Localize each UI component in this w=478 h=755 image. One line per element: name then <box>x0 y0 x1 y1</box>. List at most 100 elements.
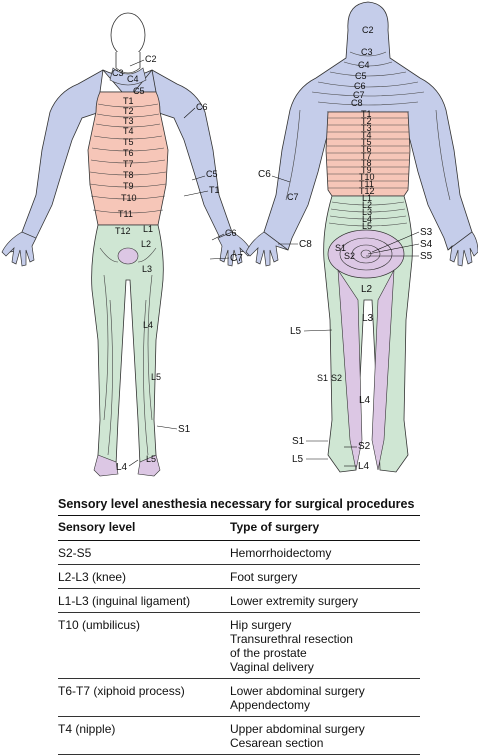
front-label-t5: T5 <box>123 137 134 147</box>
surgery-line: Hip surgery <box>230 618 292 632</box>
back-label-s2-sacral: S2 <box>344 251 355 261</box>
table-row: T4 (nipple) Upper abdominal surgery Cesa… <box>58 716 420 755</box>
back-label-c8-side: C8 <box>299 239 312 250</box>
front-label-c5: C5 <box>133 86 145 96</box>
cell-surgery: Lower abdominal surgery Appendectomy <box>230 678 420 717</box>
front-label-c6: C6 <box>196 102 208 112</box>
surgery-line: Lower extremity surgery <box>230 594 359 608</box>
back-label-c7: C7 <box>353 90 365 100</box>
cell-surgery: Hemorrhoidectomy <box>230 540 420 565</box>
anesthesia-table-section: Sensory level anesthesia necessary for s… <box>58 497 420 755</box>
back-label-s2-foot: S2 <box>358 441 371 452</box>
cell-level: T10 (umbilicus) <box>58 612 230 679</box>
back-label-l3-thigh: L3 <box>362 313 374 324</box>
front-label-c6-hand: C6 <box>225 228 237 238</box>
back-label-s3: S3 <box>420 227 433 238</box>
front-label-t7: T7 <box>123 159 134 169</box>
surgery-line: Transurethral resection <box>230 632 353 646</box>
surgery-line: Vaginal delivery <box>230 660 314 674</box>
front-label-t4: T4 <box>123 126 134 136</box>
front-label-l4-foot: L4 <box>116 462 128 473</box>
back-label-c7-side: C7 <box>287 192 299 202</box>
back-label-s2-leg: S2 <box>331 373 342 383</box>
front-body-view: C2 C3 C4 C5 C6 T1 T2 T3 T4 T5 T6 T7 T8 T… <box>1 12 253 477</box>
back-label-t11: T11 <box>359 179 374 189</box>
back-left-hand <box>245 231 289 267</box>
table-row: L2-L3 (knee) Foot surgery <box>58 564 420 589</box>
front-label-c7: C7 <box>230 253 243 264</box>
table-row: T10 (umbilicus) Hip surgery Transurethra… <box>58 612 420 679</box>
front-label-t11: T11 <box>118 209 133 219</box>
surgery-line: Upper abdominal surgery <box>230 722 365 736</box>
back-right-hand <box>447 231 478 267</box>
cell-level: L2-L3 (knee) <box>58 564 230 589</box>
cell-surgery: Hip surgery Transurethral resection of t… <box>230 612 420 679</box>
front-thoracic-bands <box>89 103 167 214</box>
front-label-c3: C3 <box>112 68 124 78</box>
front-label-t1: T1 <box>123 96 134 106</box>
table-row: T6-T7 (xiphoid process) Lower abdominal … <box>58 678 420 717</box>
back-label-t4: T4 <box>361 130 372 140</box>
surgery-line: Foot surgery <box>230 570 298 584</box>
table-row: S2-S5 Hemorrhoidectomy <box>58 540 420 565</box>
back-label-t1: T1 <box>361 109 372 119</box>
front-right-foot <box>137 454 161 477</box>
table-row: L1-L3 (inguinal ligament) Lower extremit… <box>58 588 420 613</box>
back-label-l4-leg: L4 <box>359 395 371 406</box>
back-label-t3: T3 <box>361 123 372 133</box>
front-left-foot <box>93 454 119 477</box>
back-label-t2: T2 <box>361 116 372 126</box>
front-lumbar-region <box>91 224 164 471</box>
back-label-c5: C5 <box>355 71 367 81</box>
front-label-t12: T12 <box>115 226 131 236</box>
back-label-s1-leg: S1 <box>317 373 328 383</box>
front-label-l3: L3 <box>142 264 152 274</box>
back-body-view: C2 C3 C4 C5 C6 C7 C8 T1 T2 T3 T4 T5 T6 T… <box>245 1 478 473</box>
cell-surgery: Lower extremity surgery <box>230 588 420 613</box>
front-label-l4: L4 <box>143 320 153 330</box>
front-label-t3: T3 <box>123 116 134 126</box>
front-label-l5-foot: L5 <box>146 454 156 464</box>
back-label-l4-foot: L4 <box>358 461 370 472</box>
surgery-line: Appendectomy <box>230 698 311 712</box>
surgery-line: Cesarean section <box>230 736 324 750</box>
back-label-c4: C4 <box>358 60 370 70</box>
front-label-t10: T10 <box>121 193 137 203</box>
cell-surgery: Foot surgery <box>230 564 420 589</box>
back-label-c6-side: C6 <box>258 169 271 180</box>
front-label-l5: L5 <box>151 372 161 382</box>
back-sacral-region <box>327 229 405 471</box>
surgery-line: Lower abdominal surgery <box>230 684 365 698</box>
back-lumbar-bands <box>328 201 408 227</box>
front-head <box>109 12 147 86</box>
anesthesia-table: Sensory level Type of surgery S2-S5 Hemo… <box>58 516 420 755</box>
back-label-l5: L5 <box>362 221 372 231</box>
front-label-c4: C4 <box>127 74 139 84</box>
back-label-c3: C3 <box>361 47 373 57</box>
cell-level: T6-T7 (xiphoid process) <box>58 678 230 717</box>
front-label-c5-arm: C5 <box>206 169 218 179</box>
front-label-s1: S1 <box>178 424 191 435</box>
back-label-l3: L3 <box>362 207 372 217</box>
cell-level: T4 (nipple) <box>58 716 230 755</box>
front-right-hand <box>217 231 253 267</box>
dermatome-figure: C2 C3 C4 C5 C6 T1 T2 T3 T4 T5 T6 T7 T8 T… <box>1 1 478 477</box>
front-leg-lines <box>99 247 157 456</box>
back-label-l4: L4 <box>362 214 372 224</box>
back-label-s5: S5 <box>420 251 433 262</box>
back-label-t7: T7 <box>361 151 372 161</box>
table-title: Sensory level anesthesia necessary for s… <box>58 497 420 516</box>
front-label-l2: L2 <box>141 239 151 249</box>
back-label-l1: L1 <box>362 193 372 203</box>
back-label-t5: T5 <box>361 137 372 147</box>
back-label-l2: L2 <box>362 200 372 210</box>
table-header-row: Sensory level Type of surgery <box>58 516 420 541</box>
back-label-t8: T8 <box>361 158 372 168</box>
back-label-l5-calf: L5 <box>290 326 302 337</box>
front-label-t1-arm: T1 <box>209 185 220 195</box>
back-label-s1-foot: S1 <box>292 436 305 447</box>
front-label-t6: T6 <box>123 148 134 158</box>
front-label-c2: C2 <box>145 54 157 64</box>
surgery-line: Hemorrhoidectomy <box>230 546 332 560</box>
back-label-c8: C8 <box>351 98 363 108</box>
